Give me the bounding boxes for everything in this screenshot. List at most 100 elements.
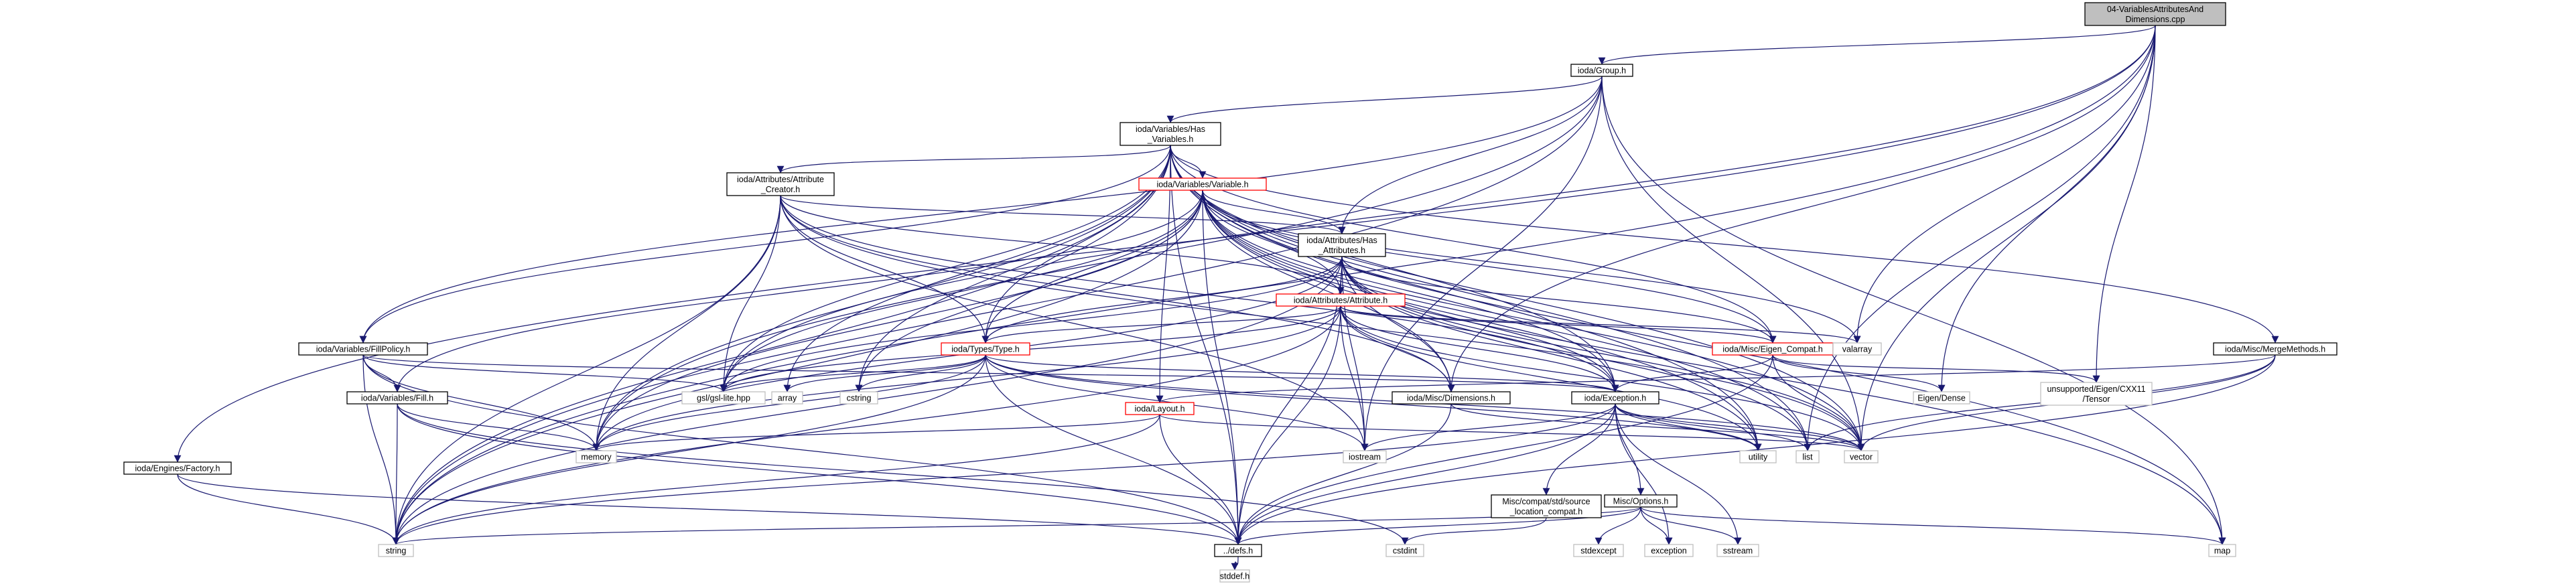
node-memory[interactable]: memory (575, 450, 617, 463)
node-variable[interactable]: ioda/Variables/Variable.h (1138, 177, 1267, 191)
node-factory[interactable]: ioda/Engines/Factory.h (123, 461, 232, 475)
edge-eigencompat-to-exception (1611, 354, 1773, 392)
edge-exception-to-list (1615, 403, 1812, 451)
edge-type-to-array (783, 354, 986, 392)
node-utility[interactable]: utility (1739, 450, 1777, 463)
node-box (1644, 544, 1694, 557)
node-defs[interactable]: ../defs.h (1214, 544, 1262, 557)
node-box (1298, 233, 1386, 257)
node-cstring[interactable]: cstring (839, 391, 878, 405)
edge-fillpolicy-to-memory (362, 354, 600, 451)
edge-dimensions-to-vector (1450, 403, 1865, 451)
node-box (1125, 402, 1195, 415)
edge-attrcreator-to-memory (592, 195, 781, 451)
node-iostream[interactable]: iostream (1343, 450, 1387, 463)
edge-fill-to-cstdint (397, 403, 1409, 545)
node-box (346, 391, 448, 405)
edge-type-to-exception (985, 354, 1619, 392)
edge-fill-to-string (392, 403, 400, 545)
node-box (726, 172, 835, 196)
node-string[interactable]: string (378, 544, 414, 557)
node-box (575, 450, 617, 463)
edge-hasattrs-to-utility (1341, 256, 1762, 451)
edge-fillpolicy-to-string (362, 354, 400, 545)
node-layout[interactable]: ioda/Layout.h (1125, 402, 1195, 415)
node-label: ioda/Group.h (1578, 66, 1626, 76)
node-valarray[interactable]: valarray (1832, 342, 1882, 356)
edge-attrcreator-to-hasattrs (780, 195, 1346, 234)
node-srcloc[interactable]: Misc/compat/std/source_location_compat.h (1491, 494, 1602, 518)
node-mergemethods[interactable]: ioda/Misc/MergeMethods.h (2213, 342, 2337, 356)
node-vector[interactable]: vector (1844, 450, 1879, 463)
node-stddef[interactable]: stddef.h (1219, 569, 1250, 583)
node-fill[interactable]: ioda/Variables/Fill.h (346, 391, 448, 405)
edge-options-to-defs (1234, 506, 1641, 545)
node-label: _Attributes.h (1318, 246, 1365, 255)
node-label: ioda/Attributes/Attribute.h (1294, 296, 1387, 305)
edge-fillpolicy-to-fill (362, 354, 401, 392)
node-attribute[interactable]: ioda/Attributes/Attribute.h (1276, 293, 1406, 307)
edge-attrcreator-to-dimensions (780, 195, 1455, 392)
edge-attribute-to-eigencompat (1340, 305, 1777, 344)
node-attrcreator[interactable]: ioda/Attributes/Attribute_Creator.h (726, 172, 835, 196)
edge-hasvars-to-variable (1170, 145, 1207, 179)
node-box (941, 342, 1030, 356)
edge-variable-to-valarray (1202, 190, 1861, 344)
node-exceptionstd[interactable]: exception (1644, 544, 1694, 557)
edge-attrcreator-to-attribute (780, 195, 1345, 295)
node-box (1343, 450, 1387, 463)
node-cstdint[interactable]: cstdint (1385, 544, 1424, 557)
edge-variable-to-string (392, 190, 1203, 545)
node-options[interactable]: Misc/Options.h (1604, 494, 1678, 508)
node-label: ioda/Layout.h (1134, 405, 1184, 414)
edge-root-to-valarray (1853, 25, 2156, 344)
edge-eigencompat-to-defs (1234, 354, 1773, 545)
edge-variable-to-cstring (855, 190, 1203, 392)
node-sstream[interactable]: sstream (1716, 544, 1759, 557)
edge-exception-to-defs (1234, 403, 1616, 545)
node-label: utility (1749, 453, 1768, 462)
edge-attribute-to-type (981, 305, 1341, 344)
node-eigencompat[interactable]: ioda/Misc/Eigen_Compat.h (1712, 342, 1834, 356)
node-array[interactable]: array (771, 391, 803, 405)
edge-root-to-string (392, 25, 2156, 545)
node-label: memory (581, 453, 612, 462)
node-list[interactable]: list (1795, 450, 1820, 463)
node-label: ../defs.h (1223, 546, 1253, 556)
node-box (2213, 342, 2337, 356)
node-box (1570, 64, 1633, 77)
edge-attribute-to-defs (1234, 305, 1341, 545)
edge-attribute-to-dimensions (1340, 305, 1455, 392)
node-type[interactable]: ioda/Types/Type.h (941, 342, 1030, 356)
edge-hasattrs-to-iostream (1341, 256, 1369, 451)
node-gsl[interactable]: gsl/gsl-lite.hpp (681, 391, 766, 405)
node-eigendense[interactable]: Eigen/Dense (1913, 391, 1970, 405)
node-box (1214, 544, 1262, 557)
node-box (123, 461, 232, 475)
edge-exception-to-string (392, 403, 1616, 545)
node-hasvars[interactable]: ioda/Variables/Has_Variables.h (1120, 122, 1221, 146)
node-box (1385, 544, 1424, 557)
node-exception[interactable]: ioda/Exception.h (1571, 391, 1659, 405)
edge-eigencompat-to-vector (1772, 354, 1865, 451)
node-map[interactable]: map (2208, 544, 2236, 557)
node-label: valarray (1842, 345, 1873, 354)
node-label: cstdint (1393, 546, 1418, 556)
node-tensor[interactable]: unsupported/Eigen/CXX11/Tensor (2040, 382, 2153, 406)
node-fillpolicy[interactable]: ioda/Variables/FillPolicy.h (298, 342, 428, 356)
node-label: ioda/Variables/Has (1136, 125, 1205, 134)
node-label: _location_compat.h (1509, 507, 1582, 516)
edge-layout-to-defs (1159, 414, 1242, 545)
node-hasattrs[interactable]: ioda/Attributes/Has_Attributes.h (1298, 233, 1386, 257)
node-box (2084, 2, 2226, 26)
node-group[interactable]: ioda/Group.h (1570, 64, 1633, 77)
node-dimensions[interactable]: ioda/Misc/Dimensions.h (1392, 391, 1511, 405)
edge-attrcreator-to-type (780, 195, 990, 344)
edge-layout-to-vector (1159, 414, 1865, 451)
node-label: stddef.h (1220, 572, 1250, 581)
edge-options-to-stdexcept (1595, 506, 1641, 545)
node-stdexcept[interactable]: stdexcept (1573, 544, 1624, 557)
edge-group-to-map (1601, 76, 2226, 545)
node-label: vector (1850, 453, 1873, 462)
